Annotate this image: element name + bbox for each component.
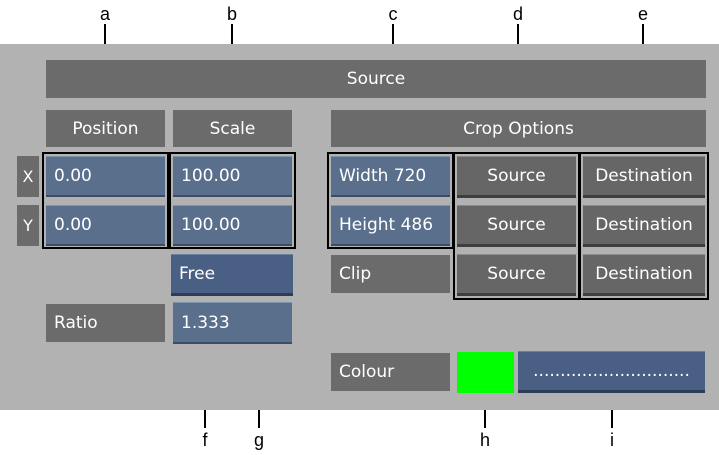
width-info: Width 720: [331, 156, 450, 197]
colour-swatch[interactable]: [457, 352, 514, 393]
position-header: Position: [46, 110, 165, 147]
colour-label: Colour: [331, 353, 450, 391]
callout-g: g: [253, 430, 264, 450]
crop-options-header: Crop Options: [331, 110, 706, 147]
scale-x-field[interactable]: 100.00: [173, 156, 292, 197]
clip-source-button[interactable]: Source: [457, 254, 576, 296]
height-info: Height 486: [331, 205, 450, 246]
ratio-label: Ratio: [46, 304, 165, 342]
source-header: Source: [46, 60, 706, 98]
clip-label: Clip: [331, 255, 450, 293]
colour-value-field[interactable]: .............................: [518, 351, 705, 393]
width-destination-button[interactable]: Destination: [583, 156, 705, 198]
callout-d: d: [512, 4, 523, 24]
callout-a: a: [99, 4, 110, 24]
scale-y-field[interactable]: 100.00: [173, 205, 292, 246]
scale-mode-button[interactable]: Free: [171, 254, 293, 296]
callout-f: f: [202, 430, 208, 450]
callout-i: i: [610, 430, 614, 450]
callout-b: b: [226, 4, 237, 24]
clip-destination-button[interactable]: Destination: [583, 254, 705, 296]
height-destination-button[interactable]: Destination: [583, 205, 705, 247]
axis-x-label: X: [17, 156, 39, 197]
ratio-field[interactable]: 1.333: [173, 302, 292, 344]
position-x-field[interactable]: 0.00: [46, 156, 165, 197]
callout-h: h: [479, 430, 490, 450]
callout-e: e: [637, 4, 648, 24]
axis-y-label: Y: [17, 205, 39, 246]
callout-c: c: [388, 4, 398, 24]
height-source-button[interactable]: Source: [457, 205, 576, 247]
width-source-button[interactable]: Source: [457, 156, 576, 198]
scale-header: Scale: [173, 110, 292, 147]
position-y-field[interactable]: 0.00: [46, 205, 165, 246]
